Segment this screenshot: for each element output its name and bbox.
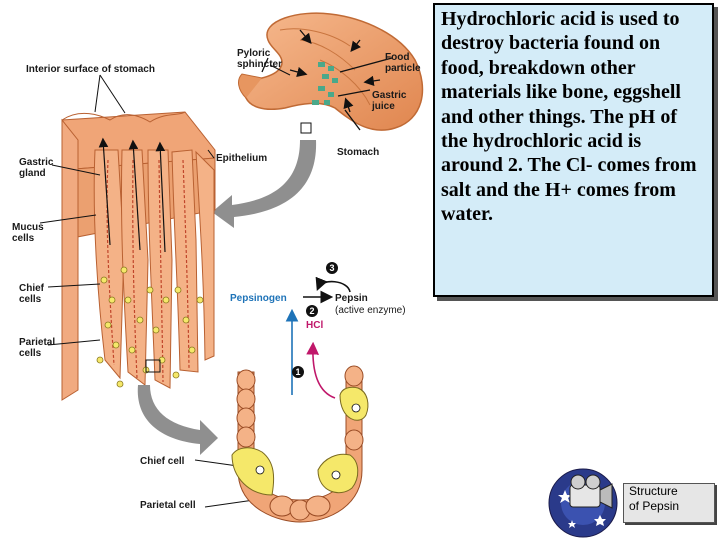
step-1-marker: 1 [292,366,304,378]
label-stomach: Stomach [337,147,380,158]
label-parietal-cell: Parietal cell [140,500,196,511]
link-plate[interactable] [623,483,715,523]
label-mucus-cells: Mucus cells [12,222,44,244]
gland-cross-section [231,365,369,523]
label-chief-cell: Chief cell [140,456,185,467]
stomach-organ [238,12,424,134]
label-epithelium: Epithelium [216,153,268,164]
label-interior-surface: Interior surface of stomach [26,64,155,75]
step-2-marker: 2 [306,305,318,317]
reaction-arrows [285,276,351,399]
label-pyloric-sphincter: Pyloric sphincter [237,48,283,70]
label-active-enzyme: (active enzyme) [335,305,406,316]
zoom-arrow-lower [137,385,218,455]
explanation-box: Hydrochloric acid is used to destroy bac… [433,3,714,297]
label-chief-cells: Chief cells [19,283,44,305]
label-food-particle: Food particle [385,52,421,74]
label-parietal-cells: Parietal cells [19,337,56,359]
label-hcl: HCl [306,320,324,331]
food-particles [312,62,338,105]
label-gastric-gland: Gastric gland [19,157,54,179]
explanation-text: Hydrochloric acid is used to destroy bac… [441,8,697,226]
gastric-tissue [61,111,216,401]
structure-of-pepsin-link[interactable]: Structure of Pepsin [545,467,717,537]
label-gastric-juice: Gastric juice [372,90,407,112]
label-pepsinogen: Pepsinogen [230,293,287,304]
label-pepsin: Pepsin [335,293,368,304]
step-3-marker: 3 [326,262,338,274]
link-label[interactable]: Structure of Pepsin [629,484,680,513]
zoom-arrow-upper [212,140,317,228]
film-reel-icon[interactable] [548,468,618,538]
